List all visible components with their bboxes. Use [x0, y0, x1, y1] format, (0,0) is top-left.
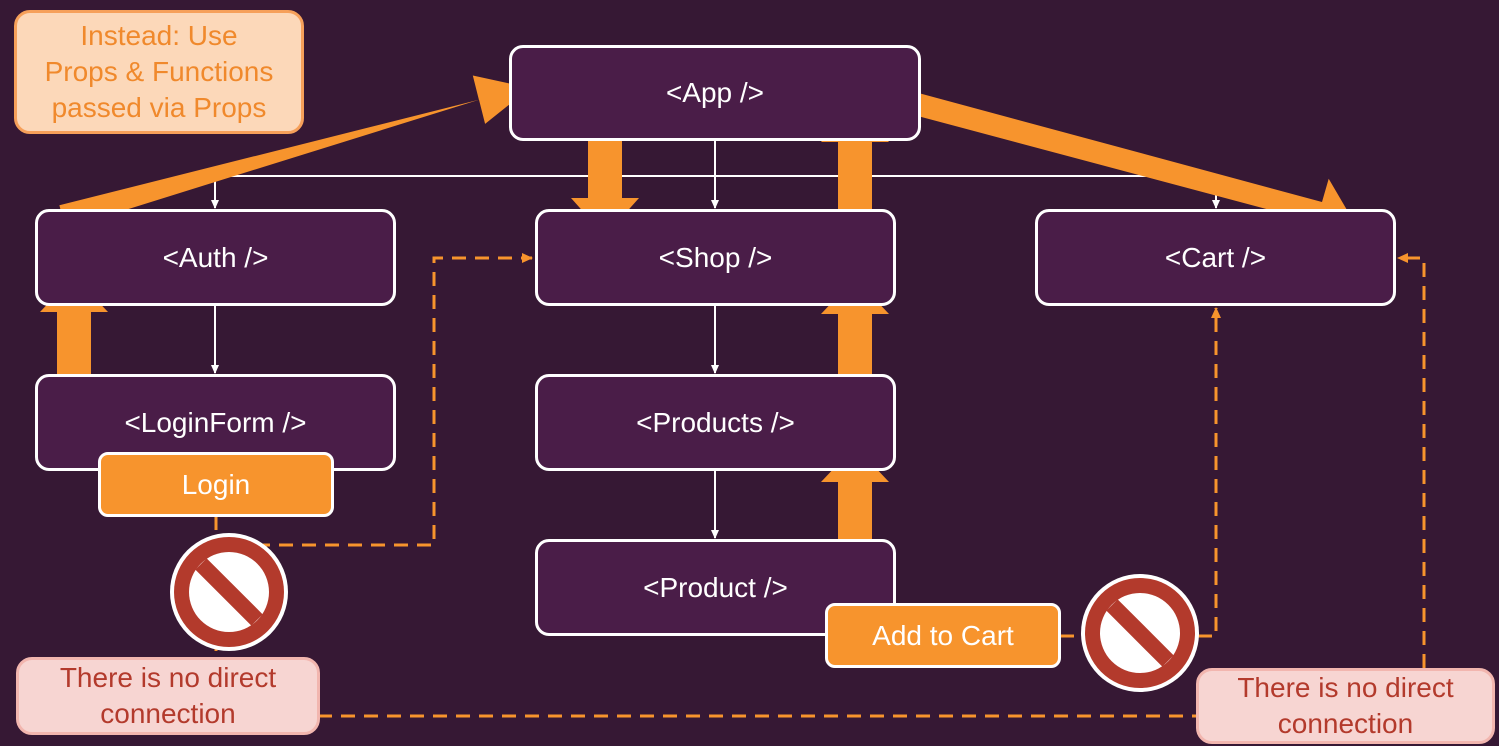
no-entry-icon [170, 533, 288, 651]
dashed-right-to-cart [1397, 253, 1426, 668]
add-to-cart-button: Add to Cart [825, 603, 1061, 668]
callout-instead: Instead: Use Props & Functions passed vi… [14, 10, 304, 134]
callout-no-connection-right-line-2: connection [1277, 708, 1414, 739]
callout-no-connection-left: There is no direct connection [16, 657, 320, 735]
arrow-auth-to-app [59, 75, 531, 229]
node-auth-label: <Auth /> [162, 241, 269, 273]
callout-instead-line-1: Instead: Use [80, 20, 238, 51]
node-shop: <Shop /> [535, 209, 896, 306]
node-products-label: <Products /> [636, 406, 795, 438]
add-to-cart-button-label: Add to Cart [872, 619, 1014, 651]
callout-no-connection-left-line-2: connection [100, 698, 236, 729]
callout-no-connection-right: There is no direct connection [1196, 668, 1495, 744]
callout-instead-line-2: Props & Functions [44, 56, 274, 87]
node-loginform-label: <LoginForm /> [124, 406, 307, 438]
callout-no-connection-right-line-1: There is no direct [1237, 672, 1454, 703]
node-cart-label: <Cart /> [1164, 241, 1267, 273]
arrow-app-to-cart [888, 86, 1354, 248]
dashed-connections [214, 253, 1426, 718]
node-app-label: <App /> [665, 77, 765, 108]
node-cart: <Cart /> [1035, 209, 1396, 306]
login-button-label: Login [181, 468, 251, 500]
node-auth: <Auth /> [35, 209, 396, 306]
node-products: <Products /> [535, 374, 896, 471]
node-shop-label: <Shop /> [658, 241, 773, 273]
node-product-label: <Product /> [643, 571, 788, 603]
arrow-loginform-to-auth [40, 276, 108, 406]
tree-connectors [211, 140, 1220, 539]
node-app: <App /> [509, 45, 921, 141]
callout-no-connection-left-line-1: There is no direct [59, 662, 277, 693]
no-entry-icon [1081, 574, 1199, 692]
login-button: Login [98, 452, 334, 517]
callout-instead-line-3: passed via Props [51, 92, 267, 123]
